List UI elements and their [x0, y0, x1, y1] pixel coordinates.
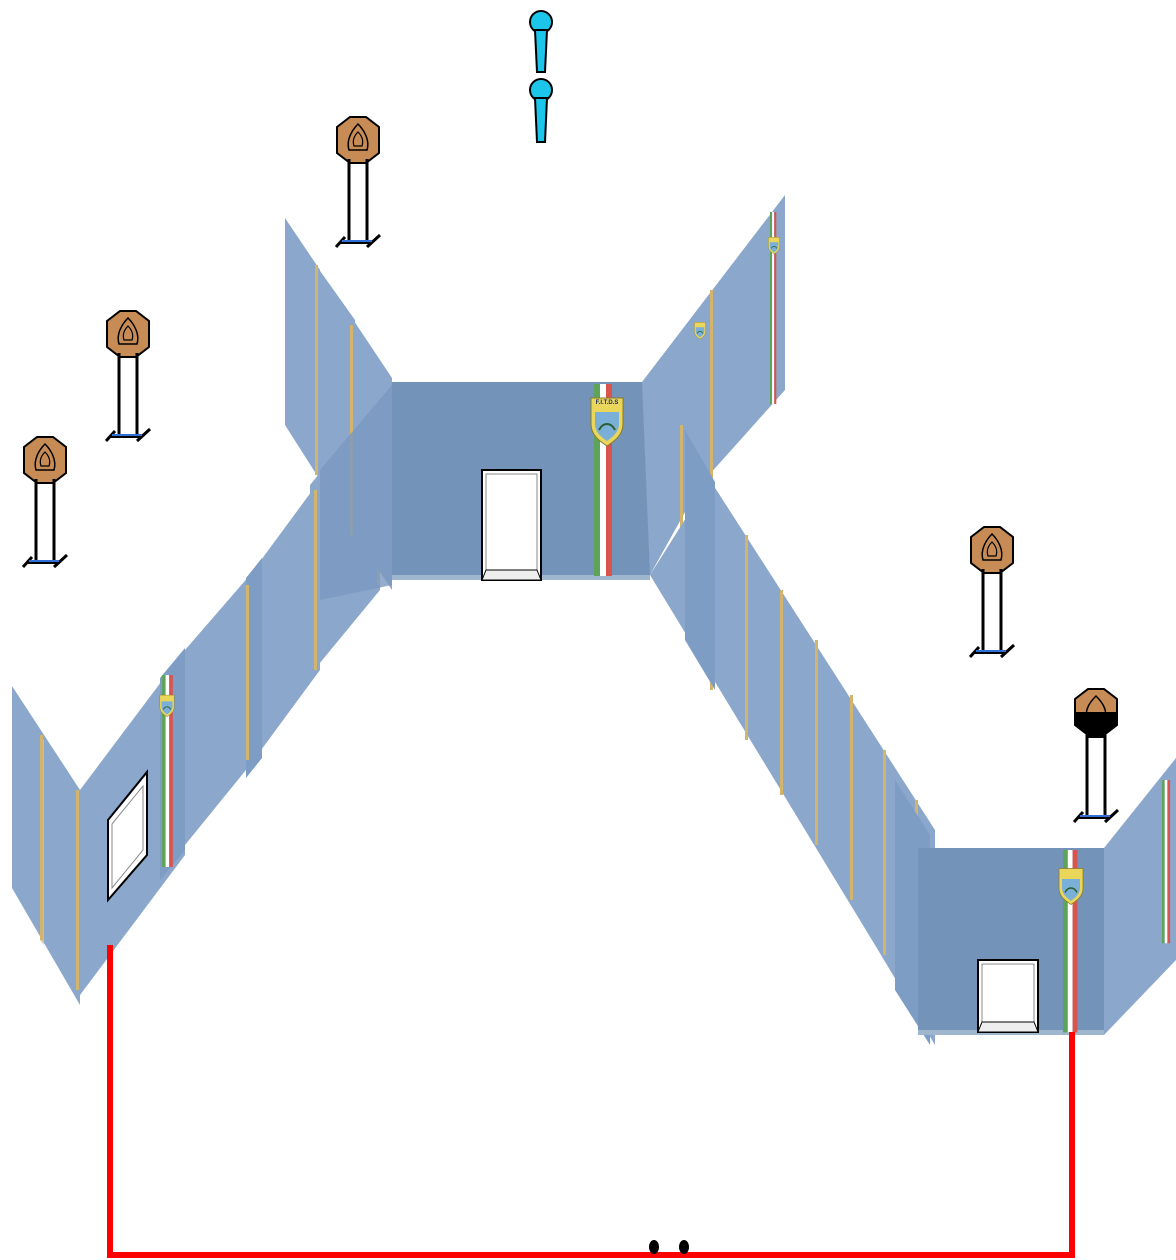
wall-stripe — [680, 425, 683, 535]
wall-stripe — [246, 585, 249, 760]
wall-stripe — [815, 640, 818, 845]
wall-panel — [650, 480, 935, 1045]
wall-stripe — [315, 265, 318, 475]
ipsc-paper-target-icon — [968, 526, 1016, 659]
wall-stripe — [314, 490, 317, 670]
wall-panel — [1104, 758, 1176, 1035]
wall-panel — [250, 480, 320, 765]
ipsc-paper-target-icon — [104, 310, 152, 443]
shooter-position-icon — [529, 10, 553, 73]
emblem-text: F.I.T.D.S — [596, 400, 619, 406]
wall-stripe — [780, 590, 783, 795]
wall-panel — [320, 385, 392, 600]
wall-panel — [246, 558, 262, 778]
wall-stripe — [710, 290, 713, 490]
upper-right-walls — [642, 195, 785, 575]
window-port-icon — [107, 769, 148, 903]
no-shoot-target-icon — [1072, 688, 1120, 824]
wall-stripe — [850, 695, 853, 900]
fault-line — [107, 945, 1075, 1258]
start-position-marker — [649, 1240, 689, 1254]
wall-panel — [685, 430, 715, 690]
ipsc-paper-target-icon — [334, 116, 382, 249]
wall-stripe — [40, 735, 43, 940]
right-walls — [650, 430, 935, 1045]
window-port-icon — [481, 469, 542, 581]
wall-panel — [642, 195, 785, 575]
bottom-right-wall — [918, 758, 1176, 1035]
window-port-icon — [977, 959, 1039, 1033]
wall-panel — [185, 575, 250, 845]
wall-panel — [285, 218, 320, 480]
center-wall: F.I.T.D.S — [392, 382, 650, 581]
wall-stripe — [76, 790, 79, 990]
italian-flag-stripe-icon — [1162, 780, 1171, 944]
wall-stripe — [883, 750, 886, 955]
upper-left-walls — [285, 218, 392, 600]
wall-stripe — [745, 535, 748, 740]
shooter-position-icon — [529, 78, 553, 143]
wall-panel — [12, 686, 80, 1005]
ipsc-paper-target-icon — [21, 436, 69, 569]
wall-stripe — [350, 325, 353, 535]
